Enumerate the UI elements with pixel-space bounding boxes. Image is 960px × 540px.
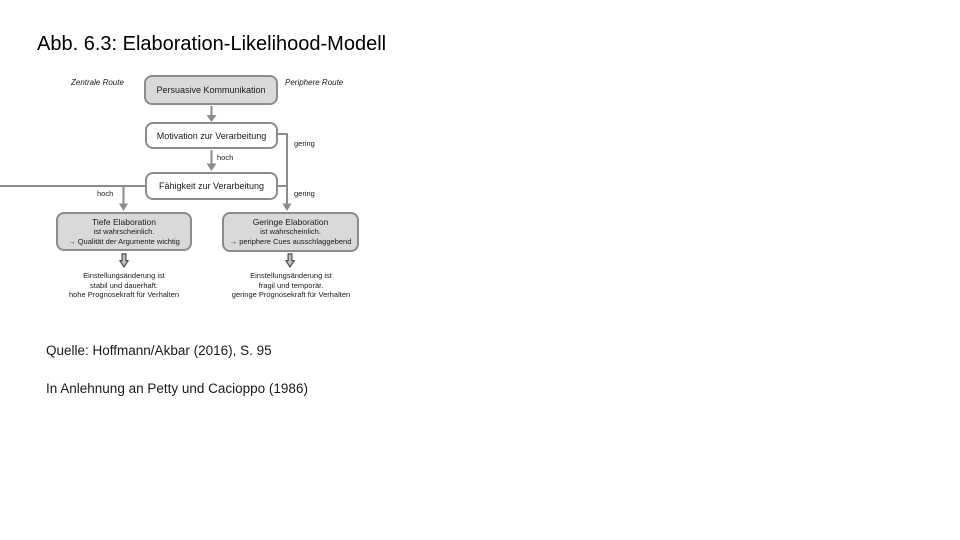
node-label: Fähigkeit zur Verarbeitung [158,181,265,191]
route-label-periphere: Periphere Route [285,78,344,87]
edge-label-gering-motivation: gering [294,139,315,148]
node-label-line3: → Qualität der Argumente wichtig [68,236,180,246]
outcome-line2: fragil und temporär. [258,280,324,290]
hollow-down-arrow-icon [119,253,129,268]
outcome-line1: Einstellungsänderung ist [250,271,332,280]
attribution-note: In Anlehnung an Petty und Cacioppo (1986… [46,381,308,396]
outcome-line2: stabil und dauerhaft. [90,280,158,290]
node-label-line1: Geringe Elaboration [252,217,329,227]
outcome-line3: hohe Prognosekraft für Verhalten [68,290,180,299]
node-geringe-elaboration: Geringe Elaboration ist wahrscheinlich. … [222,212,359,252]
node-label-line2: ist wahrscheinlich. [93,226,155,236]
node-faehigkeit-zur-verarbeitung: Fähigkeit zur Verarbeitung [145,172,278,200]
node-label-line1: Tiefe Elaboration [92,216,156,227]
hollow-down-arrow-icon [285,253,295,268]
source-citation: Quelle: Hoffmann/Akbar (2016), S. 95 [46,343,272,358]
route-label-zentrale: Zentrale Route [71,78,124,87]
outcome-line1: Einstellungsänderung ist [83,271,165,280]
slide-title: Abb. 6.3: Elaboration-Likelihood-Modell [37,33,387,55]
outcome-line3: geringe Prognosekraft für Verhalten [231,290,351,299]
node-label-line2: ist wahrscheinlich. [260,227,321,236]
node-motivation-zur-verarbeitung: Motivation zur Verarbeitung [145,122,278,149]
edge-label-gering-faehigkeit: gering [294,189,315,198]
node-label: Persuasive Kommunikation [156,85,266,95]
node-persuasive-kommunikation: Persuasive Kommunikation [144,75,278,105]
outcome-text-right: Einstellungsänderung ist fragil und temp… [211,271,371,300]
outcome-text-left: Einstellungsänderung ist stabil und daue… [44,271,204,300]
edge-label-hoch-faehigkeit: hoch [97,189,114,198]
node-tiefe-elaboration: Tiefe Elaboration ist wahrscheinlich. → … [56,212,192,251]
node-label: Motivation zur Verarbeitung [156,130,267,141]
edge-label-hoch-motivation: hoch [217,153,234,162]
node-label-line3: → periphere Cues ausschlaggebend [229,237,352,246]
